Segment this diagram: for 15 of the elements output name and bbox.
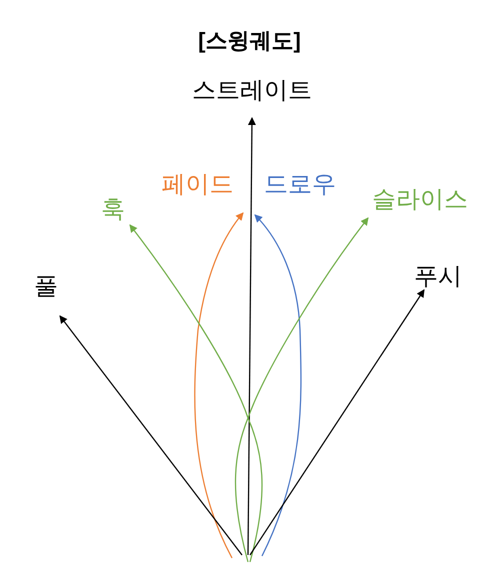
diagram-title: [스윙궤도] — [197, 27, 302, 55]
trajectory-arrow — [59, 315, 242, 556]
trajectory-label: 스트레이트 — [192, 76, 312, 106]
trajectory-arrow — [247, 117, 256, 555]
trajectory-arrow — [254, 214, 302, 556]
trajectory-label: 훅 — [101, 195, 125, 225]
trajectory-label: 풀 — [34, 272, 58, 302]
trajectory-arrow — [129, 224, 263, 562]
trajectory-label: 페이드 — [162, 170, 234, 200]
trajectory-arrow — [250, 289, 425, 556]
trajectory-arrow — [194, 212, 244, 558]
trajectory-arrow — [234, 217, 369, 562]
trajectory-label: 푸시 — [414, 262, 462, 292]
trajectory-label: 슬라이스 — [372, 185, 468, 215]
trajectory-label: 드로우 — [264, 170, 336, 200]
